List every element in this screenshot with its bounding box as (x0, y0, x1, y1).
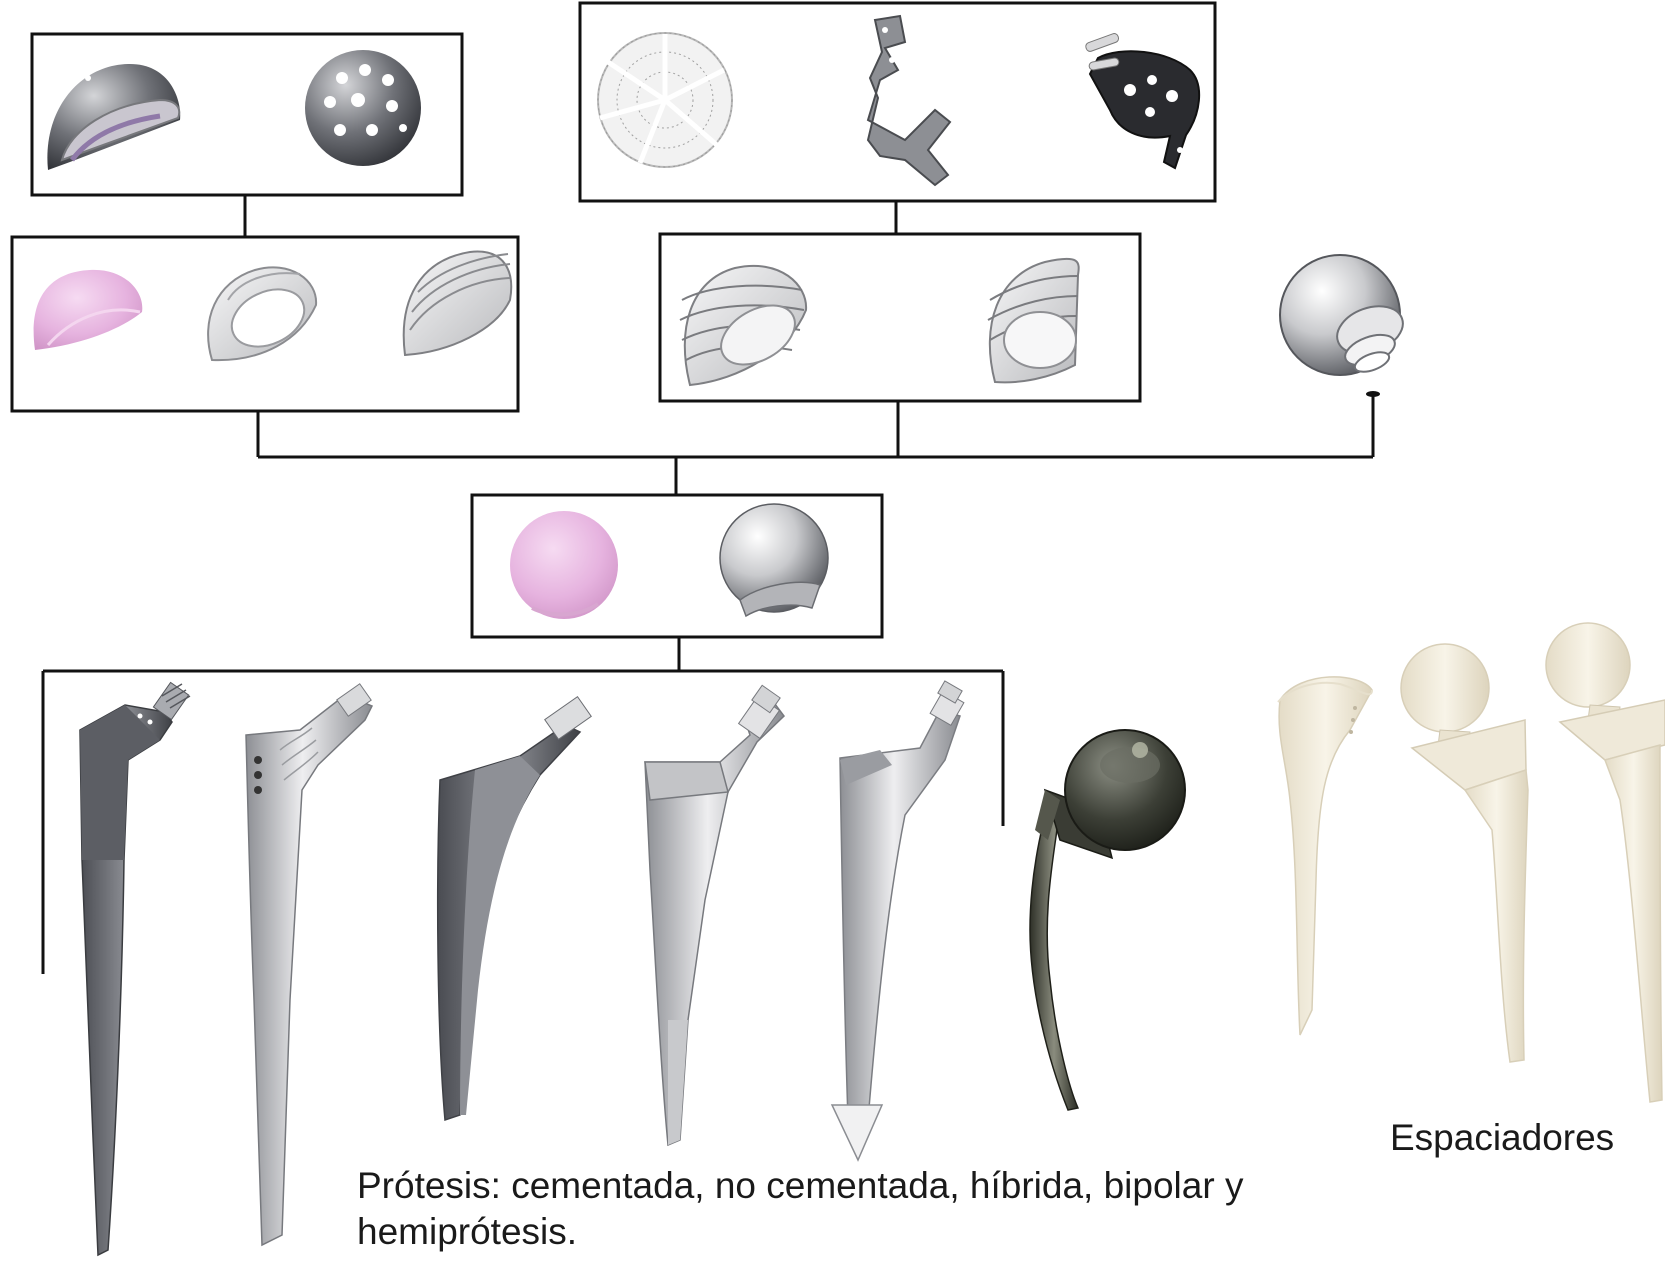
spacer-icon (1401, 644, 1528, 1062)
liner-box (12, 237, 518, 411)
ribbed-liner-icon (404, 252, 511, 355)
spacer-icon (1546, 623, 1665, 1102)
femoral-head-box (472, 495, 882, 637)
grooved-cup-icon (988, 259, 1079, 383)
metal-liner-icon (208, 267, 316, 360)
spacers-label: Espaciadores (1390, 1115, 1614, 1161)
dual-tone-stem-icon (438, 697, 592, 1120)
spacer-group (1278, 623, 1665, 1102)
wedge-stem-icon (832, 681, 964, 1160)
tapered-stem-icon (645, 685, 784, 1145)
spacer-icon (1278, 677, 1372, 1035)
cemented-cup-box (660, 234, 1140, 401)
grooved-cup-icon (680, 266, 806, 385)
dark-stem-icon (80, 682, 190, 1255)
bipolar-hemiprosthesis-icon (1030, 730, 1185, 1110)
reinforcement-box (580, 3, 1215, 201)
cage-reinforcement-icon (868, 16, 950, 185)
porous-shell-icon (305, 50, 421, 166)
prosthesis-types-caption: Prótesis: cementada, no cementada, híbri… (357, 1163, 1337, 1256)
ceramic-head-icon (510, 511, 618, 619)
augment-plate-icon (1085, 32, 1199, 168)
shell-dome-icon (47, 64, 180, 170)
mesh-reinforcement-icon (598, 33, 732, 167)
metal-head-icon (720, 504, 828, 616)
dual-mobility-cup-icon (1280, 255, 1409, 376)
acetabular-shell-box (32, 34, 462, 195)
ceramic-liner-icon (34, 270, 143, 350)
connector-cap (1366, 391, 1380, 397)
fluted-stem-icon (246, 684, 372, 1245)
